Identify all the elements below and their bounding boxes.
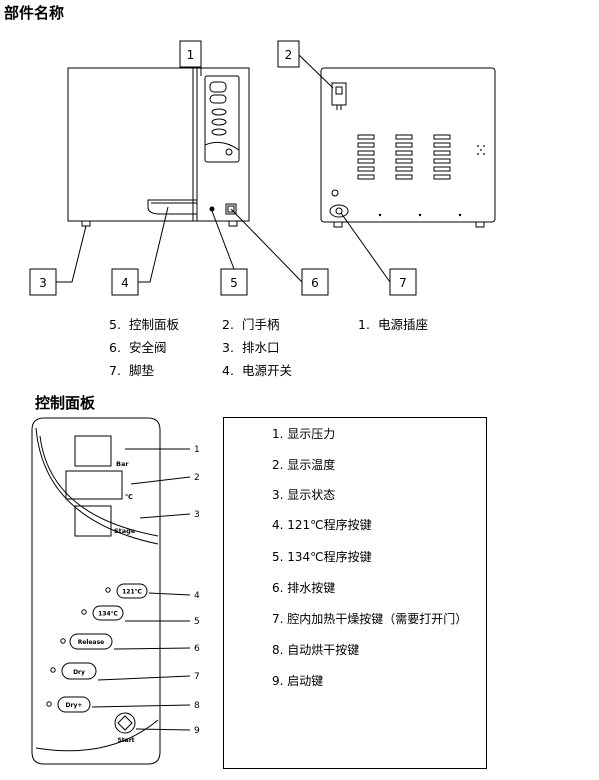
start-label: Start — [117, 737, 134, 744]
control-panel-legend-box: 1. 显示压力 2. 显示温度 3. 显示状态 4. 121℃程序按键 5. 1… — [223, 417, 487, 769]
back-vents — [357, 134, 451, 180]
legend-item: 3. 显示状态 — [272, 488, 336, 502]
btn-dry-shape — [61, 662, 97, 680]
callout-box-2 — [277, 40, 300, 68]
callout-label: 7 — [399, 276, 407, 290]
section-title-control-panel: 控制面板 — [35, 394, 96, 412]
legend-item: 9. 启动键 — [272, 674, 324, 688]
legend-item: 4.电源开关 — [222, 363, 293, 378]
panel-callout: 5 — [194, 617, 200, 627]
panel-callout: 7 — [194, 672, 200, 682]
btn-134: 134℃ — [98, 611, 118, 618]
legend-item: 2.门手柄 — [222, 317, 280, 332]
control-panel-diagram: Bar ℃ Stage 121℃ 134℃ Release Dry Dry+ S… — [31, 417, 200, 765]
panel-callout: 1 — [194, 445, 200, 455]
legend-item: 4. 121℃程序按键 — [272, 518, 372, 532]
stage-label: Stage — [114, 527, 136, 535]
temp-unit-label: ℃ — [125, 493, 133, 501]
btn-121: 121℃ — [122, 589, 142, 596]
legend-item: 1.电源插座 — [358, 317, 429, 332]
door-handle — [147, 199, 198, 215]
power-socket — [329, 204, 349, 218]
pressure-display — [74, 435, 112, 467]
legend-item: 6.安全阀 — [109, 340, 167, 355]
status-display — [74, 505, 112, 537]
panel-callout: 3 — [194, 510, 200, 520]
bar-label: Bar — [116, 460, 129, 468]
parts-diagram: 1 2 3 4 5 6 7 — [29, 40, 496, 296]
legend-item: 7. 腔内加热干燥按键（需要打开门） — [272, 612, 468, 626]
panel-callout: 2 — [194, 473, 200, 483]
section-title-parts: 部件名称 — [4, 4, 65, 22]
drain-outlet — [209, 206, 215, 212]
callout-label: 5 — [230, 276, 238, 290]
callout-label: 6 — [311, 276, 319, 290]
panel-callout: 9 — [194, 726, 200, 736]
btn-121-shape — [116, 583, 148, 599]
callout-label: 4 — [121, 276, 129, 290]
temperature-display — [65, 470, 123, 500]
panel-callout: 6 — [194, 644, 200, 654]
legend-item: 1. 显示压力 — [272, 427, 336, 441]
legend-item: 7.脚垫 — [109, 363, 155, 378]
legend-item: 8. 自动烘干按键 — [272, 643, 360, 657]
panel-callout: 4 — [194, 591, 200, 601]
btn-134-shape — [92, 605, 124, 621]
btn-dry: Dry — [73, 669, 85, 676]
legend-item: 6. 排水按键 — [272, 581, 336, 595]
front-view-body — [67, 67, 250, 222]
start-button-shape — [114, 712, 136, 734]
legend-item: 5.控制面板 — [109, 317, 180, 332]
callout-label: 1 — [187, 48, 195, 62]
legend-item: 2. 显示温度 — [272, 458, 336, 472]
callout-label: 3 — [39, 276, 47, 290]
power-switch — [225, 203, 237, 215]
panel-outline — [31, 417, 161, 765]
btn-dryplus: Dry+ — [66, 702, 83, 709]
legend-item: 3.排水口 — [222, 340, 280, 355]
callout-box-1 — [179, 40, 202, 68]
legend-item: 5. 134℃程序按键 — [272, 550, 372, 564]
panel-callout: 8 — [194, 701, 200, 711]
callout-label: 2 — [285, 48, 293, 62]
btn-dryplus-shape — [57, 696, 91, 713]
btn-release-shape — [69, 633, 113, 650]
front-control-panel — [204, 75, 240, 163]
back-view-body — [320, 67, 496, 223]
btn-release: Release — [78, 639, 105, 646]
